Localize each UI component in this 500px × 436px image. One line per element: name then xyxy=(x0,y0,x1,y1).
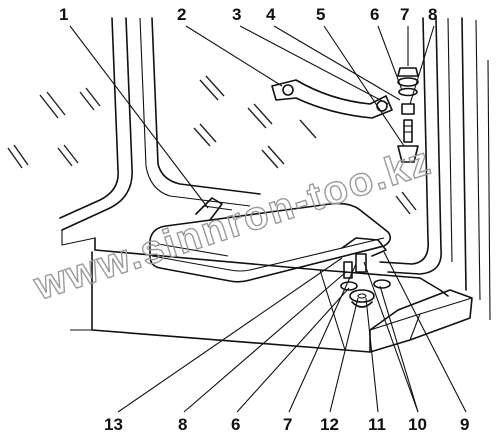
watermark-text: www.sinnron-too.kz xyxy=(28,139,437,309)
glass-reflection-marks xyxy=(7,75,417,215)
strap-part-2 xyxy=(271,79,393,119)
leader-lines-bottom xyxy=(117,251,467,413)
callout-10: 10 xyxy=(408,415,427,434)
callout-4: 4 xyxy=(266,5,276,24)
hinge-bracket xyxy=(195,197,233,221)
callout-1: 1 xyxy=(59,5,68,24)
callout-3: 3 xyxy=(232,5,241,24)
callout-7-bottom: 7 xyxy=(283,415,292,434)
callout-7: 7 xyxy=(400,5,409,24)
callout-5: 5 xyxy=(316,5,325,24)
cab-right-pillar xyxy=(379,17,491,321)
fastener-stack-top xyxy=(397,67,419,163)
callout-8: 8 xyxy=(428,5,437,24)
callout-12: 12 xyxy=(320,415,339,434)
callout-9: 9 xyxy=(460,415,469,434)
callout-6-bottom: 6 xyxy=(231,415,240,434)
callouts-bottom: 13 8 6 7 12 11 10 9 xyxy=(104,415,469,434)
cab-window-frame xyxy=(59,17,261,246)
leader-lines-top xyxy=(69,25,435,209)
callout-13: 13 xyxy=(104,415,123,434)
seat-cushion xyxy=(149,202,392,283)
callout-2: 2 xyxy=(177,5,186,24)
bench-box xyxy=(70,237,449,353)
callouts-top: 1 2 3 4 5 6 7 8 xyxy=(59,5,437,24)
callout-6: 6 xyxy=(370,5,379,24)
callout-11: 11 xyxy=(368,415,386,434)
latch-assembly xyxy=(340,237,391,308)
callout-8-bottom: 8 xyxy=(178,415,187,434)
